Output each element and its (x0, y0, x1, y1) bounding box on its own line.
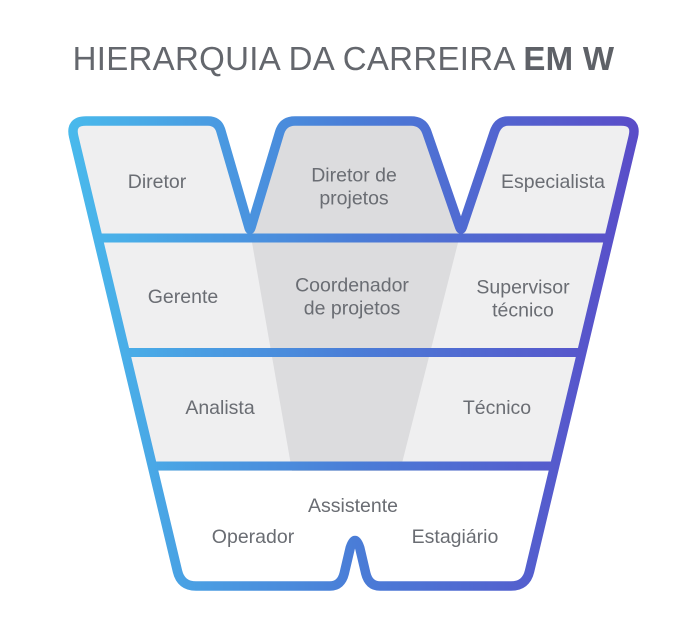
title-bold: EM W (523, 40, 615, 77)
label-gerente: Gerente (147, 285, 219, 308)
label-diretor: Diretor (127, 170, 187, 193)
label-assistente: Assistente (308, 494, 398, 517)
center-column-fill (250, 121, 461, 471)
label-coordenador-de-projetos: Coordenador de projetos (295, 274, 409, 320)
title-regular: HIERARQUIA DA CARREIRA (72, 40, 524, 77)
w-interior (73, 121, 634, 471)
label-estagiario: Estagiário (411, 525, 499, 548)
page-title: HIERARQUIA DA CARREIRA EM W (0, 41, 687, 77)
label-operador: Operador (211, 525, 295, 548)
label-supervisor-tecnico: Supervisor técnico (476, 276, 570, 322)
label-tecnico: Técnico (462, 396, 532, 419)
label-especialista: Especialista (500, 170, 606, 193)
label-diretor-de-projetos: Diretor de projetos (311, 164, 397, 210)
label-analista: Analista (185, 396, 255, 419)
